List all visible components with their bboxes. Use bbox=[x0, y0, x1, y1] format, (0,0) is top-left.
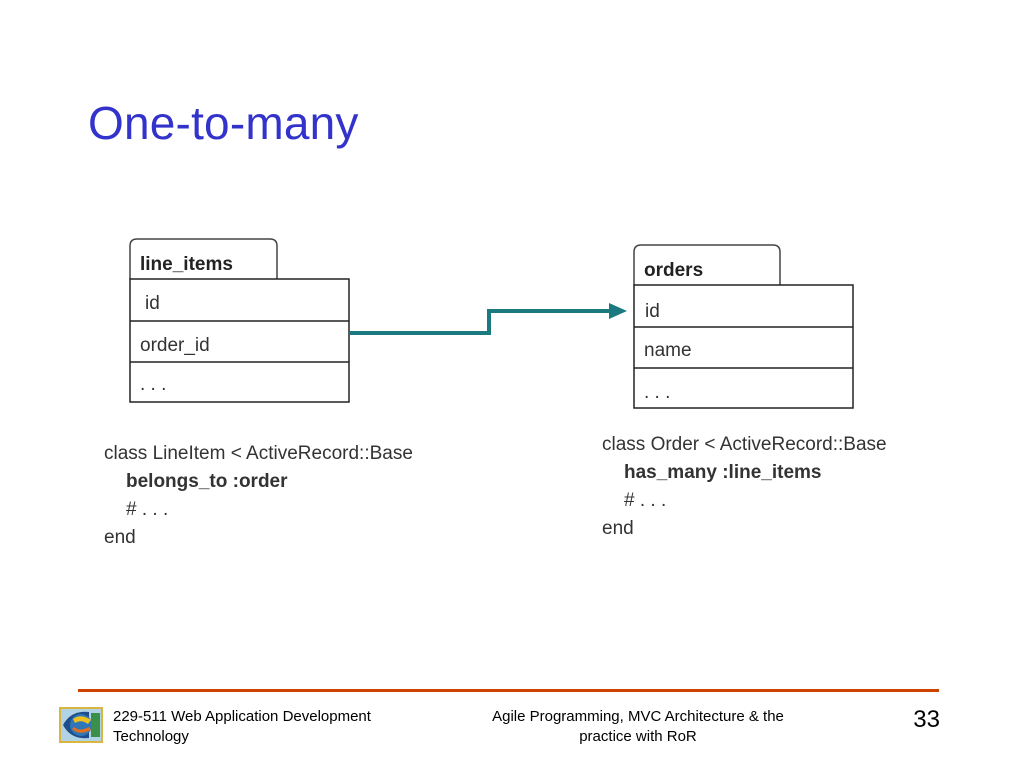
slide-title: One-to-many bbox=[88, 97, 359, 149]
table-tab bbox=[633, 244, 781, 285]
table-tab bbox=[129, 238, 278, 279]
page-number: 33 bbox=[913, 706, 940, 733]
relationship-arrow bbox=[350, 303, 627, 335]
code-line: class Order < ActiveRecord::Base bbox=[602, 434, 887, 455]
arrow-head bbox=[609, 303, 627, 319]
code-block-order: class Order < ActiveRecord::Base has_man… bbox=[602, 431, 887, 543]
arrow-line bbox=[350, 309, 612, 335]
footer-topic-line: practice with RoR bbox=[579, 728, 697, 745]
table-row: . . . bbox=[140, 374, 166, 395]
footer-course-line: Technology bbox=[113, 728, 189, 745]
code-line: end bbox=[104, 527, 136, 548]
university-logo-icon bbox=[59, 707, 103, 743]
table-name: orders bbox=[644, 260, 703, 281]
footer-course: 229-511 Web Application Development Tech… bbox=[113, 707, 433, 747]
code-line: end bbox=[602, 518, 634, 539]
table-row: order_id bbox=[140, 335, 210, 356]
footer-topic: Agile Programming, MVC Architecture & th… bbox=[458, 707, 818, 747]
footer-divider bbox=[78, 689, 939, 692]
table-row: id bbox=[645, 301, 660, 322]
code-line: class LineItem < ActiveRecord::Base bbox=[104, 443, 413, 464]
table-row: . . . bbox=[644, 382, 670, 403]
code-line: # . . . bbox=[624, 490, 667, 511]
table-line-items: line_items id order_id . . . bbox=[129, 238, 350, 403]
code-block-lineitem: class LineItem < ActiveRecord::Base belo… bbox=[104, 440, 413, 552]
table-body bbox=[129, 278, 350, 403]
footer-course-line: 229-511 Web Application Development bbox=[113, 708, 371, 725]
table-row: name bbox=[644, 340, 692, 361]
footer-topic-line: Agile Programming, MVC Architecture & th… bbox=[492, 708, 784, 725]
table-name: line_items bbox=[140, 254, 233, 275]
table-orders: orders id name . . . bbox=[633, 244, 854, 409]
code-line: belongs_to :order bbox=[126, 471, 288, 492]
code-line: # . . . bbox=[126, 499, 169, 520]
table-body bbox=[633, 284, 854, 409]
table-row: id bbox=[145, 293, 160, 314]
code-line: has_many :line_items bbox=[624, 462, 822, 483]
